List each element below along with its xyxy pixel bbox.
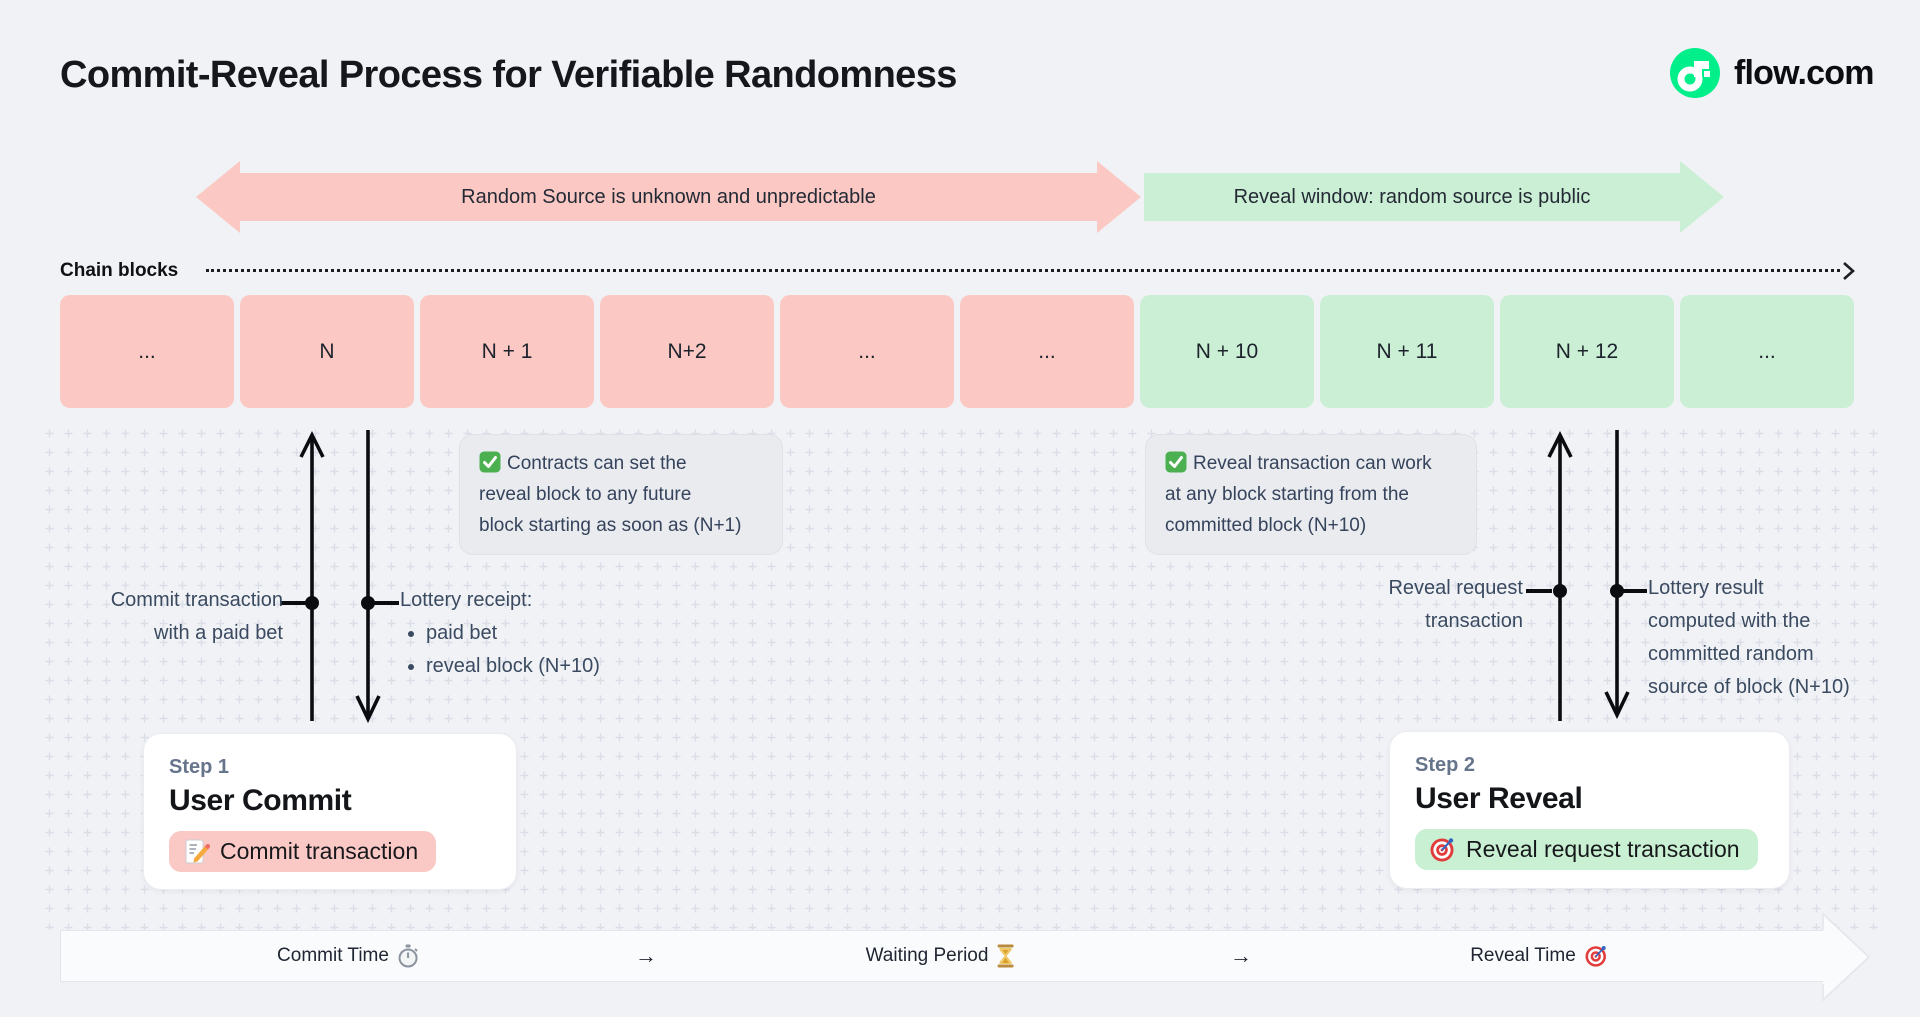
- step1-card: Step 1 User Commit Commit transaction: [143, 733, 517, 890]
- step2-kicker: Step 2: [1415, 754, 1476, 776]
- block-n2: N+2: [600, 295, 774, 408]
- flow-logo-icon: [1670, 48, 1720, 98]
- timeline-commit-time: Commit Time: [277, 944, 419, 968]
- step1-title: User Commit: [169, 784, 352, 817]
- block-ellipsis: ...: [780, 295, 954, 408]
- step1-kicker: Step 1: [169, 756, 230, 778]
- target-icon: [1430, 838, 1454, 862]
- connector-line: [281, 601, 307, 605]
- reveal-phase-arrow: Reveal window: random source is public: [1144, 161, 1724, 233]
- timeline-arrowhead: [1822, 913, 1871, 1002]
- lottery-receipt-title: Lottery receipt:: [400, 589, 533, 611]
- stopwatch-icon: [398, 944, 418, 968]
- receipt-down-arrow: [355, 430, 381, 724]
- arrow-left-head: [196, 161, 240, 233]
- commit-time-label: Commit Time: [277, 945, 389, 966]
- chain-axis-arrowhead-icon: [1843, 262, 1855, 280]
- reveal-time-label: Reveal Time: [1470, 945, 1576, 966]
- block-n11: N + 11: [1320, 295, 1494, 408]
- flow-brand[interactable]: flow.com: [1670, 48, 1874, 98]
- reveal-note-text: Reveal transaction can work at any block…: [1165, 453, 1432, 536]
- block-n: N: [240, 295, 414, 408]
- timeline-arrow: →: [1230, 943, 1252, 968]
- commit-note-box: Contracts can set the reveal block to an…: [459, 434, 783, 555]
- step2-title: User Reveal: [1415, 782, 1583, 815]
- commit-transaction-chip: Commit transaction: [169, 831, 437, 872]
- reveal-request-chip: Reveal request transaction: [1415, 829, 1758, 870]
- reveal-phase-label: Reveal window: random source is public: [1233, 185, 1591, 208]
- chain-blocks-label: Chain blocks: [60, 260, 179, 281]
- receipt-item: reveal block (N+10): [426, 650, 700, 683]
- timeline-bar: Commit Time → Waiting Period → Reveal Ti…: [60, 930, 1823, 982]
- block-n1: N + 1: [420, 295, 594, 408]
- brand-label: flow.com: [1734, 53, 1874, 92]
- timeline-reveal-time: Reveal Time: [1470, 944, 1608, 968]
- step2-action-label: Reveal request transaction: [1466, 836, 1740, 862]
- hourglass-icon: [997, 944, 1014, 968]
- memo-icon: [185, 839, 210, 864]
- timeline-arrow: →: [635, 943, 657, 968]
- commit-note-text: Contracts can set the reveal block to an…: [479, 453, 742, 536]
- receipt-item: paid bet: [426, 617, 700, 650]
- timeline-waiting-period: Waiting Period: [866, 944, 1015, 968]
- connector-line: [1620, 589, 1647, 593]
- step1-action-label: Commit transaction: [220, 838, 419, 864]
- chain-axis-dotted-line: [206, 269, 1840, 272]
- commit-phase-arrow: Random Source is unknown and unpredictab…: [196, 161, 1141, 233]
- lottery-receipt-list: paid bet reveal block (N+10): [406, 617, 700, 683]
- reveal-request-annotation: Reveal request transaction: [1388, 577, 1523, 632]
- arrow-right-head: [1097, 161, 1141, 233]
- target-icon: [1585, 946, 1606, 967]
- check-icon: [1165, 451, 1187, 473]
- block-n10: N + 10: [1140, 295, 1314, 408]
- step2-card: Step 2 User Reveal Reveal request transa…: [1389, 731, 1790, 889]
- connector-line: [1526, 589, 1552, 593]
- chain-blocks-row: ... N N + 1 N+2 ... ... N + 10 N + 11 N …: [60, 295, 1854, 408]
- commit-phase-label: Random Source is unknown and unpredictab…: [461, 185, 876, 208]
- commit-tx-annotation: Commit transaction with a paid bet: [110, 589, 283, 644]
- waiting-period-label: Waiting Period: [865, 945, 989, 966]
- commit-up-arrow: [299, 430, 325, 721]
- block-ellipsis: ...: [60, 295, 234, 408]
- arrow-right-head: [1680, 161, 1724, 233]
- connector-line: [373, 601, 399, 605]
- lottery-result-annotation: Lottery result computed with the committ…: [1648, 577, 1850, 698]
- check-icon: [479, 451, 501, 473]
- block-ellipsis: ...: [1680, 295, 1854, 408]
- reveal-note-box: Reveal transaction can work at any block…: [1145, 434, 1477, 555]
- block-ellipsis: ...: [960, 295, 1134, 408]
- lottery-receipt-annotation: Lottery receipt: paid bet reveal block (…: [400, 584, 700, 683]
- page-title: Commit-Reveal Process for Verifiable Ran…: [60, 54, 957, 96]
- result-down-arrow: [1604, 430, 1630, 720]
- reveal-up-arrow: [1547, 430, 1573, 721]
- block-n12: N + 12: [1500, 295, 1674, 408]
